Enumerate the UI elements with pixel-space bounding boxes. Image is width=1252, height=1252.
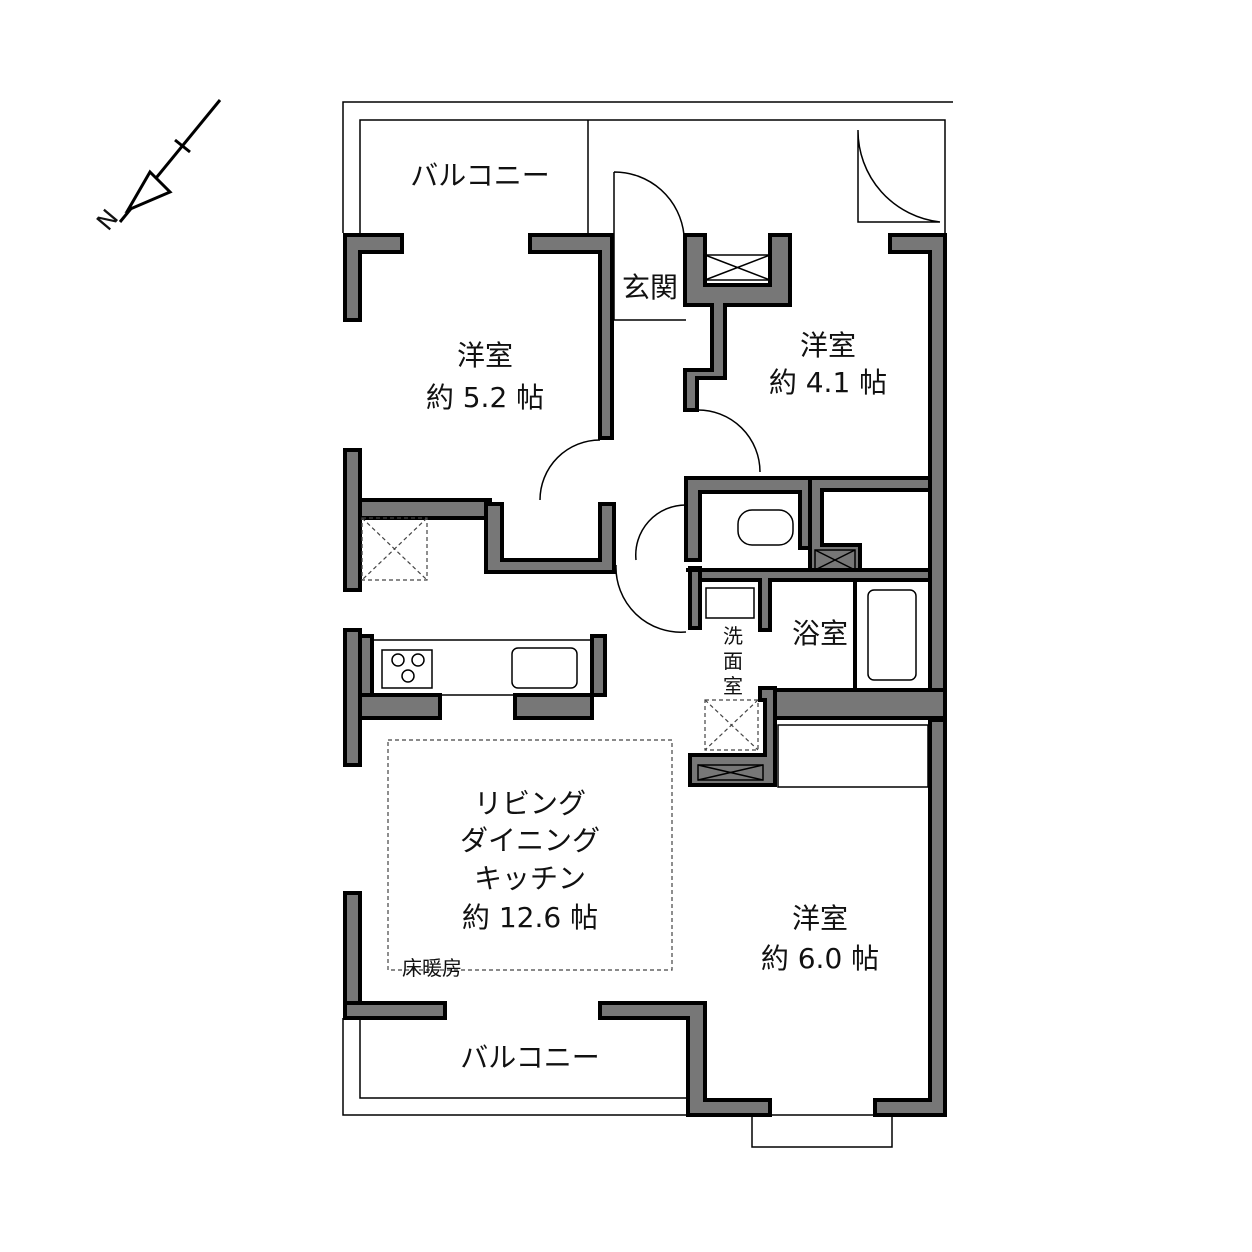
floor-heating-label: 床暖房 [402, 956, 462, 980]
bedroom-c-size: 約 6.0 帖 [761, 942, 879, 975]
bedroom-a-size: 約 5.2 帖 [426, 381, 544, 414]
ldk-size: 約 12.6 帖 [462, 901, 598, 934]
north-label: N [91, 204, 124, 236]
bath-label: 浴室 [792, 617, 848, 650]
ldk-line1: リビング [474, 787, 586, 820]
balcony-bottom [342, 1018, 690, 1116]
washroom-label-1: 洗 [723, 624, 743, 648]
entrance-label: 玄関 [622, 271, 678, 304]
balcony-top [342, 101, 953, 233]
ldk-line2: ダイニング [460, 824, 600, 857]
ldk-line3: キッチン [474, 862, 586, 895]
balcony-top-label: バルコニー [410, 159, 549, 192]
bedroom-c-name: 洋室 [792, 902, 848, 935]
washroom-label-2: 面 [723, 649, 743, 673]
bedroom-b-name: 洋室 [800, 329, 856, 362]
bedroom-a-name: 洋室 [457, 339, 513, 372]
fixtures [361, 171, 929, 1148]
north-arrow-icon: N [91, 99, 222, 236]
balcony-bottom-label: バルコニー [460, 1041, 599, 1074]
washroom-label-3: 室 [723, 674, 743, 698]
bedroom-b-size: 約 4.1 帖 [769, 366, 887, 399]
walls [343, 233, 947, 1117]
